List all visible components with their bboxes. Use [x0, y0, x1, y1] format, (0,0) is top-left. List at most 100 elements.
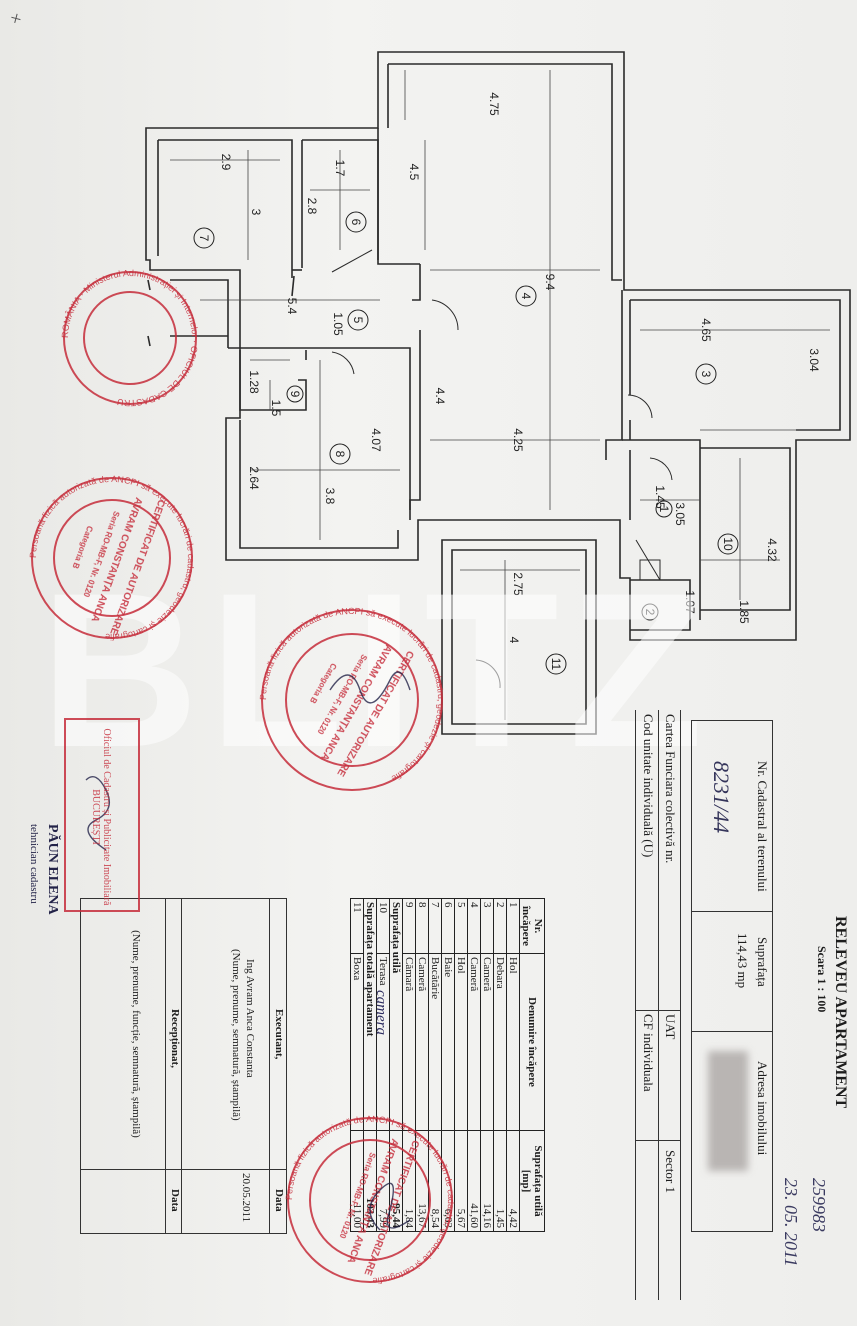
room-marker-6: 6: [345, 211, 367, 233]
rect-stamp-name: PĂUN ELENA: [45, 824, 60, 915]
table-header-row: Nr. încăpere Denumire încăpere Suprafața…: [519, 898, 545, 1232]
room-name: Terasa: [376, 953, 390, 1131]
svg-text:6: 6: [349, 219, 363, 226]
dim-label: 4.5: [407, 164, 421, 181]
svg-text:4: 4: [519, 293, 533, 300]
useful-label: Suprafața utilă: [389, 898, 403, 1131]
room-marker-1: 1: [655, 500, 673, 518]
room-name: Hol: [454, 953, 468, 1131]
handwritten-code: 259983: [809, 1178, 829, 1232]
room-nr: 1: [506, 898, 520, 954]
room-name: Bucătărie: [428, 953, 442, 1131]
rect-stamp-text: Oficiul de Cadastru și Publicitate Imobi…: [90, 728, 112, 906]
executant-hint: (Nume, prenume, semnatură, ștampilă): [230, 949, 242, 1121]
surface-value: 114,43 mp: [735, 933, 750, 989]
useful-total-row: Suprafața utilă 95,44: [389, 898, 403, 1232]
room-marker-7: 7: [193, 227, 215, 249]
dim-label: 4.65: [699, 318, 713, 342]
dim-label: 1.05: [331, 312, 345, 336]
svg-text:5: 5: [351, 317, 365, 324]
room-area: 14,16: [480, 1130, 494, 1232]
room-marker-9: 9: [286, 385, 304, 403]
handwritten-correction: camera: [373, 990, 389, 1035]
table-header: Nr. încăpere: [519, 898, 545, 954]
room-name: Hol: [506, 953, 520, 1131]
dim-label: 1.45: [653, 485, 667, 509]
dim-label: 4.4: [433, 388, 447, 405]
cf-label: CF individuala: [641, 1014, 656, 1092]
handwritten-date: 23. 05. 2011: [781, 1178, 801, 1267]
svg-text:2: 2: [643, 609, 657, 616]
dim-label: 9.4: [543, 274, 557, 291]
dim-label: 3.8: [323, 488, 337, 505]
room-nr: 8: [415, 898, 429, 954]
land-book-label: Cartea Funciara colectivă nr.: [663, 714, 678, 864]
room-name: Cameră: [467, 953, 481, 1131]
room-name: Debara: [493, 953, 507, 1131]
box-nr: 11: [350, 898, 364, 954]
executant-date: 20.05.2011: [240, 1173, 252, 1223]
dim-label: 4.32: [765, 538, 779, 562]
svg-text:10: 10: [721, 537, 735, 551]
room-name: Baie: [441, 953, 455, 1131]
surface-label: Suprafața: [755, 937, 770, 987]
svg-text:8: 8: [333, 451, 347, 458]
room-name: Cămară: [402, 953, 416, 1131]
dim-label: 1.7: [333, 160, 347, 177]
room-area: 1,45: [493, 1130, 507, 1232]
dim-label: 3: [249, 209, 263, 216]
svg-text:9: 9: [288, 391, 302, 398]
room-marker-11: 11: [545, 653, 567, 675]
unit-code-label: Cod unitate individuală (U): [641, 714, 656, 858]
received-hint: (Nume, prenume, funcție, semnatură, ștam…: [130, 930, 142, 1138]
room-marker-8: 8: [329, 443, 351, 465]
svg-text:3: 3: [699, 371, 713, 378]
room-nr: 6: [441, 898, 455, 954]
cadastral-header: Nr. Cadastral al terenului 8231/44 Supra…: [691, 720, 773, 1232]
cadastral-nr-value: 8231/44: [709, 761, 734, 834]
room-area: 1,84: [402, 1130, 416, 1232]
dim-label: 2.9: [219, 154, 233, 171]
dim-label: 3.04: [807, 348, 821, 372]
redacted-address: [708, 1051, 748, 1171]
table-header: Denumire încăpere: [519, 953, 545, 1131]
room-nr: 5: [454, 898, 468, 954]
executant-label: Executant,: [273, 1009, 285, 1060]
dim-label: 1.07: [683, 590, 697, 614]
room-area: 13,67: [415, 1130, 429, 1232]
dim-label: 2.75: [511, 572, 525, 596]
svg-text:7: 7: [197, 235, 211, 242]
address-label: Adresa imobilului: [755, 1061, 770, 1156]
dim-label: 5.4: [285, 298, 299, 315]
room-area: 41,60: [467, 1130, 481, 1232]
room-nr: 4: [467, 898, 481, 954]
executant-name: Ing Avram Anca Constanta: [244, 959, 256, 1078]
room-marker-3: 3: [695, 363, 717, 385]
room-marker-5: 5: [347, 309, 369, 331]
room-nr: 9: [402, 898, 416, 954]
room-nr: 2: [493, 898, 507, 954]
room-name: Cameră: [480, 953, 494, 1131]
scale-label: Scara 1 : 100: [815, 946, 829, 1013]
dim-label: 4.25: [511, 428, 525, 452]
cadastral-nr-label: Nr. Cadastral al terenului: [755, 761, 770, 892]
room-nr: 3: [480, 898, 494, 954]
rectangular-stamp: Oficiul de Cadastru și Publicitate Imobi…: [64, 718, 140, 912]
box-value: 11,00: [350, 1130, 364, 1232]
table-header: Suprafața utilă [mp]: [519, 1130, 545, 1232]
room-area: 8,54: [428, 1130, 442, 1232]
svg-text:11: 11: [549, 658, 563, 671]
room-area: 7,99: [376, 1130, 390, 1232]
